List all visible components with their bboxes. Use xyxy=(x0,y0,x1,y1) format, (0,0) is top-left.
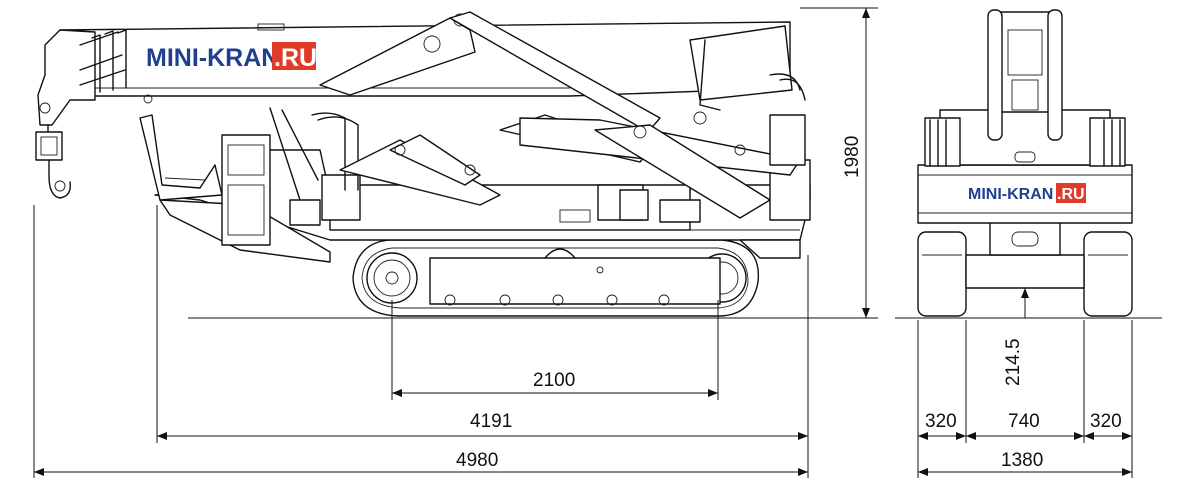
dim-height: 1980 xyxy=(800,7,878,318)
dim-track-width-right-label: 320 xyxy=(1090,411,1122,432)
dim-overall-width: 1380 xyxy=(918,450,1132,476)
front-logo-accent-box xyxy=(1056,183,1086,203)
dim-track-centers: 2100 xyxy=(392,370,718,397)
front-left-track xyxy=(917,231,967,317)
dim-body-length-label: 4191 xyxy=(470,411,512,432)
front-view: MINI-KRAN .RU xyxy=(895,9,1162,319)
front-logo-brand-right: .RU xyxy=(1057,186,1085,203)
front-logo: MINI-KRAN .RU xyxy=(968,183,1086,203)
dim-track-width-left-label: 320 xyxy=(925,411,957,432)
boom-arms xyxy=(319,11,806,223)
dim-ground-clearance-label: 214.5 xyxy=(1003,338,1024,386)
crawler-track xyxy=(352,239,760,317)
dim-ground-clearance: 214.5 xyxy=(1003,338,1024,386)
hook-block xyxy=(35,124,71,199)
dim-front-widths: 320 740 320 xyxy=(918,411,1132,440)
dim-track-centers-label: 2100 xyxy=(533,370,575,391)
dim-track-gap-label: 740 xyxy=(1008,411,1040,432)
front-right-track xyxy=(1083,231,1133,317)
dim-overall-length-label: 4980 xyxy=(456,450,498,471)
dim-overall-length: 4980 xyxy=(34,450,808,476)
side-logo-brand-right: .RU xyxy=(274,44,317,72)
side-logo-accent-box xyxy=(272,42,316,70)
operator-seat xyxy=(139,107,359,246)
front-mast xyxy=(999,11,1051,113)
dim-body-length: 4191 xyxy=(157,411,808,440)
dim-height-label: 1980 xyxy=(842,136,863,178)
side-logo-brand-left: MINI-KRAN xyxy=(146,44,279,72)
side-view: MINI-KRAN .RU xyxy=(35,11,878,319)
track-sprocket xyxy=(366,252,418,304)
side-logo: MINI-KRAN .RU xyxy=(146,42,317,72)
dimensions: 1980 2100 4191 4980 xyxy=(33,7,1133,478)
front-logo-brand-left: MINI-KRAN xyxy=(968,186,1053,203)
dim-overall-width-label: 1380 xyxy=(1001,450,1043,471)
